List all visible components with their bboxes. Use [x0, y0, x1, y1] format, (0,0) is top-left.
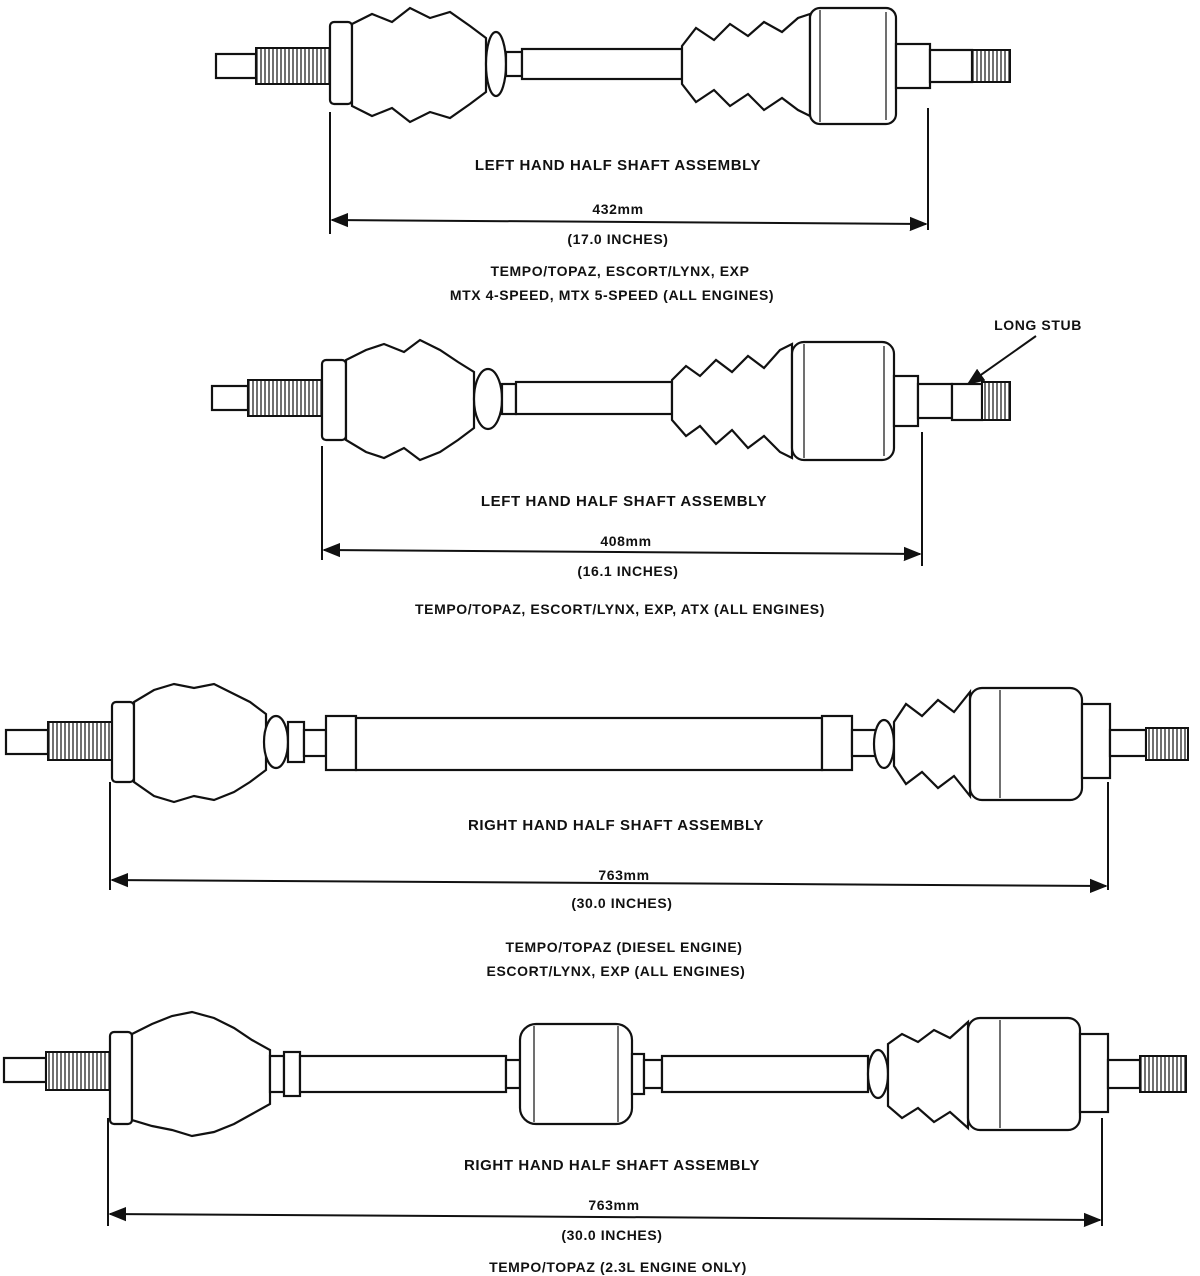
- assembly-1-application-1: TEMPO/TOPAZ, ESCORT/LYNX, EXP: [490, 263, 749, 279]
- assembly-3-application-2: ESCORT/LYNX, EXP (ALL ENGINES): [487, 963, 746, 979]
- shaft-assembly-3: RIGHT HAND HALF SHAFT ASSEMBLY 763mm (30…: [4, 682, 1189, 979]
- assembly-1-length-in: (17.0 INCHES): [567, 231, 668, 247]
- shaft-assembly-4: RIGHT HAND HALF SHAFT ASSEMBLY 763mm (30…: [2, 1010, 1187, 1275]
- shaft-drawing-2: [210, 338, 1011, 462]
- assembly-1-length-mm: 432mm: [592, 201, 643, 217]
- shaft-drawing-4: [2, 1010, 1187, 1138]
- assembly-4-title: RIGHT HAND HALF SHAFT ASSEMBLY: [464, 1157, 760, 1174]
- assembly-3-length-in: (30.0 INCHES): [571, 895, 672, 911]
- assembly-4-length-in: (30.0 INCHES): [561, 1227, 662, 1243]
- assembly-3-application-1: TEMPO/TOPAZ (DIESEL ENGINE): [505, 939, 742, 955]
- dimension-line-2: [321, 432, 923, 566]
- assembly-2-length-mm: 408mm: [600, 533, 651, 549]
- assembly-2-title: LEFT HAND HALF SHAFT ASSEMBLY: [481, 493, 767, 510]
- shaft-drawing-3: [4, 682, 1189, 804]
- assembly-2-length-in: (16.1 INCHES): [577, 563, 678, 579]
- shaft-assembly-2: LONG STUB LEFT HAND HALF SHAFT ASSEMBLY …: [210, 317, 1082, 617]
- assembly-4-length-mm: 763mm: [588, 1197, 639, 1213]
- assembly-3-length-mm: 763mm: [598, 867, 649, 883]
- long-stub-callout: LONG STUB: [966, 317, 1082, 386]
- shaft-assembly-1: LEFT HAND HALF SHAFT ASSEMBLY 432mm (17.…: [214, 6, 1011, 303]
- shaft-drawing-1: [214, 6, 1011, 126]
- assembly-1-title: LEFT HAND HALF SHAFT ASSEMBLY: [475, 157, 761, 174]
- assembly-1-application-2: MTX 4-SPEED, MTX 5-SPEED (ALL ENGINES): [450, 287, 774, 303]
- dimension-line-1: [329, 108, 929, 234]
- dimension-line-3: [109, 782, 1109, 894]
- dimension-line-4: [107, 1118, 1103, 1228]
- assembly-4-application-1: TEMPO/TOPAZ (2.3L ENGINE ONLY): [489, 1259, 747, 1275]
- assembly-2-application-1: TEMPO/TOPAZ, ESCORT/LYNX, EXP, ATX (ALL …: [415, 601, 825, 617]
- long-stub-label: LONG STUB: [994, 317, 1082, 333]
- assembly-3-title: RIGHT HAND HALF SHAFT ASSEMBLY: [468, 817, 764, 834]
